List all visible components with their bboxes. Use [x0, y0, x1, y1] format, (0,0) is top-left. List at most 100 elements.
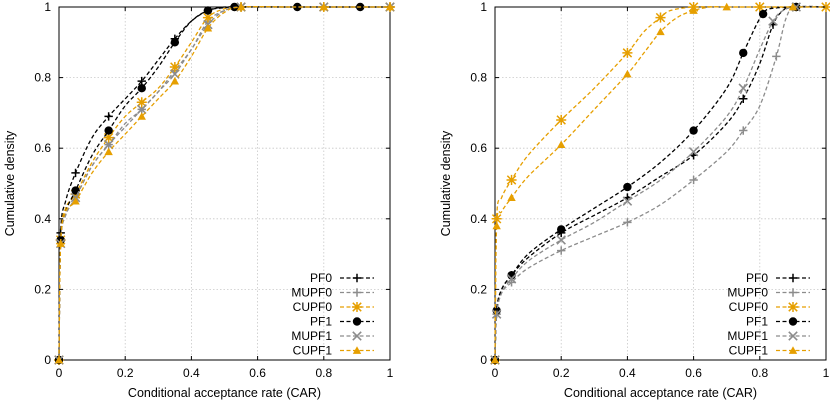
y-tick-label: 0.8 [34, 71, 51, 85]
data-point-pf1 [739, 48, 748, 58]
legend-label: PF1 [310, 315, 332, 329]
data-point-pf0 [104, 112, 113, 121]
y-tick-label: 0.2 [34, 282, 51, 296]
data-point-cupf1 [656, 27, 665, 36]
data-point-cupf0 [655, 12, 666, 23]
y-tick-label: 1 [480, 0, 487, 14]
legend-item: CUPF1 [293, 344, 374, 358]
y-tick-label: 0.8 [470, 71, 487, 85]
series-line-cupf1 [494, 6, 826, 361]
legend-item: MUPF1 [291, 329, 374, 343]
series-group [53, 1, 396, 366]
legend-marker [352, 317, 362, 326]
legend-marker [351, 301, 363, 313]
legend-marker [788, 317, 798, 326]
data-point-cupf0 [506, 174, 517, 186]
x-tick-label: 0.6 [685, 366, 702, 380]
data-point-cupf1 [319, 2, 328, 11]
legend-marker [788, 331, 798, 341]
series-mupf0 [54, 2, 395, 365]
legend-label: PF0 [746, 271, 768, 285]
legend-marker [352, 346, 362, 354]
y-axis-title: Cumulative density [3, 130, 17, 236]
x-axis-title: Conditional acceptance rate (CAR) [564, 386, 757, 400]
series-line-cupf0 [494, 6, 826, 361]
data-point-cupf0 [136, 97, 147, 108]
series-cupf1 [54, 2, 395, 364]
legend-label: PF1 [746, 315, 768, 329]
series-pf0 [54, 2, 395, 365]
series-pf1 [54, 2, 390, 365]
data-point-mupf1 [738, 83, 749, 93]
data-point-cupf1 [507, 193, 516, 201]
data-point-cupf1 [170, 76, 180, 85]
x-tick-label: 0.4 [619, 366, 636, 380]
series-cupf0 [53, 1, 396, 366]
data-point-pf1 [71, 186, 80, 195]
grid [59, 7, 390, 360]
data-point-mupf0 [739, 126, 748, 135]
legend-marker [352, 273, 362, 283]
series-mupf1 [54, 2, 395, 365]
data-point-cupf0 [754, 1, 765, 13]
data-point-cupf1 [104, 147, 113, 156]
series-group [489, 1, 830, 366]
data-point-pf1 [104, 126, 113, 135]
legend-label: MUPF1 [291, 329, 332, 343]
data-point-cupf1 [623, 69, 632, 78]
data-point-mupf0 [689, 175, 698, 185]
x-tick-label: 0.2 [553, 366, 570, 380]
legend-marker [352, 331, 362, 341]
data-point-pf1 [137, 83, 146, 93]
legend-item: CUPF0 [293, 300, 374, 314]
legend-item: PF1 [310, 315, 374, 329]
data-point-mupf1 [103, 139, 114, 150]
data-point-mupf1 [688, 146, 699, 157]
data-point-pf0 [137, 76, 146, 86]
x-tick-label: 0.4 [183, 366, 200, 380]
series-cupf1 [490, 2, 826, 364]
data-point-cupf0 [491, 213, 502, 224]
legend-label: CUPF1 [293, 344, 333, 358]
data-point-mupf1 [491, 309, 502, 319]
data-point-cupf1 [137, 112, 146, 120]
data-point-cupf1 [788, 2, 798, 11]
x-tick-label: 0.6 [249, 366, 266, 380]
legend-marker [788, 273, 798, 283]
data-point-mupf0 [623, 218, 632, 227]
data-point-cupf1 [689, 6, 698, 14]
data-point-cupf0 [622, 47, 633, 58]
y-tick-label: 0.4 [34, 212, 51, 226]
series-mupf0 [490, 2, 827, 365]
x-tick-label: 1 [823, 366, 830, 380]
data-point-pf1 [203, 6, 213, 15]
legend-marker [352, 288, 362, 297]
data-point-cupf0 [202, 12, 213, 23]
data-point-cupf1 [557, 140, 566, 149]
legend-label: CUPF1 [729, 344, 769, 358]
x-tick-label: 0.2 [117, 366, 134, 380]
x-tick-label: 0.8 [751, 366, 768, 380]
legend-label: MUPF0 [727, 286, 768, 300]
data-point-cupf1 [71, 196, 80, 205]
data-point-mupf1 [556, 235, 566, 245]
y-tick-label: 0 [44, 353, 51, 367]
x-tick-label: 0 [56, 366, 63, 380]
legend-item: MUPF1 [727, 329, 810, 343]
y-axis-title: Cumulative density [439, 130, 453, 236]
x-tick-label: 0.8 [315, 366, 332, 380]
data-point-mupf0 [557, 246, 566, 255]
data-point-pf1 [170, 38, 180, 47]
legend-label: MUPF0 [291, 286, 332, 300]
legend-item: PF0 [310, 271, 374, 285]
data-point-pf0 [739, 94, 748, 103]
legend-item: CUPF0 [729, 300, 810, 314]
data-point-pf1 [758, 9, 768, 19]
legend-marker [788, 288, 798, 297]
data-point-cupf1 [492, 221, 501, 230]
